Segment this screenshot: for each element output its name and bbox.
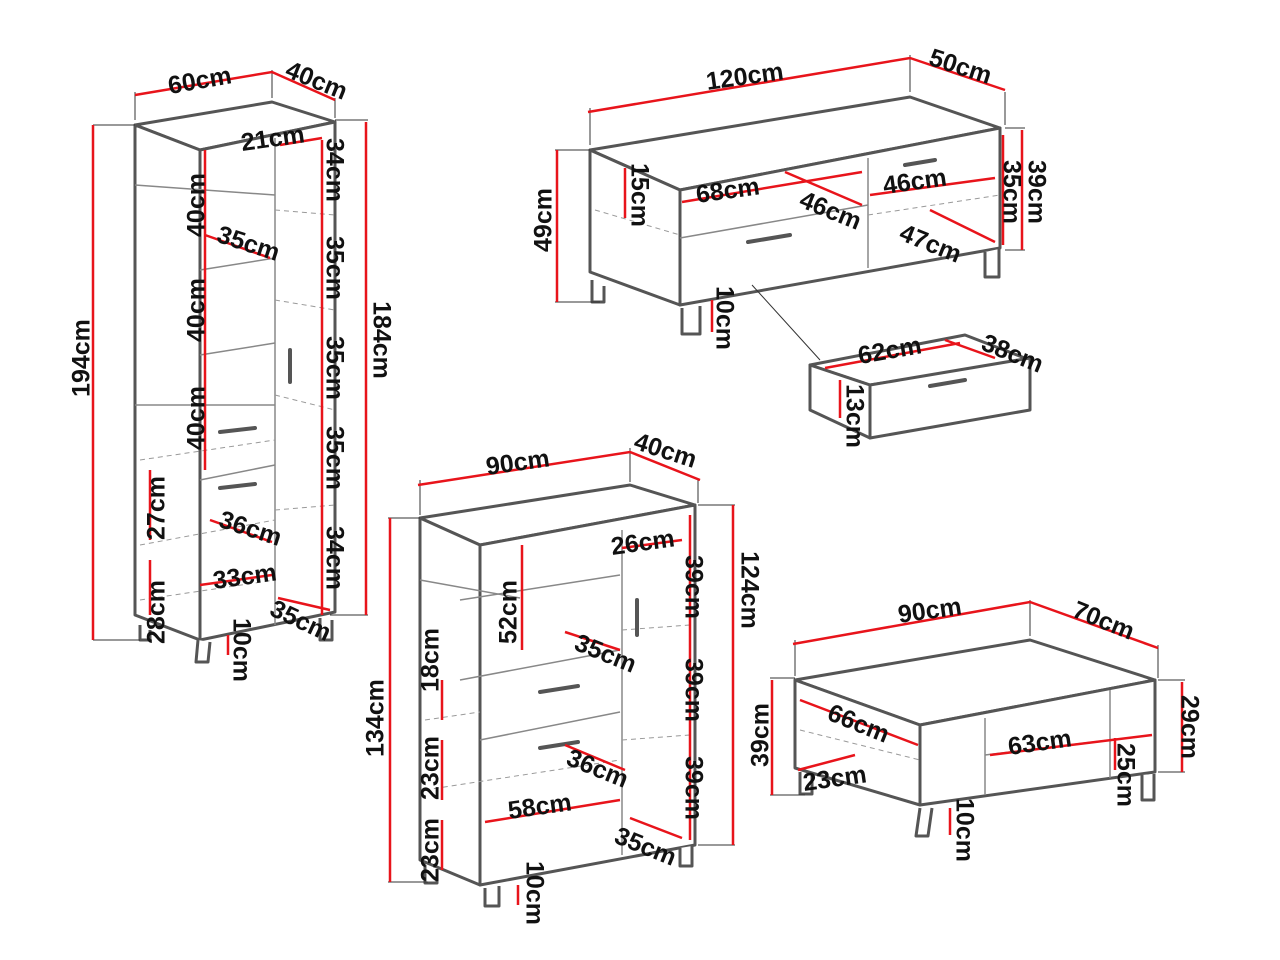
drawer-front: [868, 356, 1032, 440]
door-handle: [903, 158, 937, 167]
sideboard-front: [478, 503, 697, 887]
leg: [1140, 774, 1156, 802]
dimension-label: 39cm: [679, 555, 707, 619]
dimension-label: 29cm: [1175, 695, 1203, 759]
dimension-label: 90cm: [484, 444, 551, 481]
dimension-label: 194cm: [68, 319, 96, 397]
dimension-label: 184cm: [367, 301, 395, 379]
dimension-label: 39cm: [747, 703, 775, 767]
leg: [798, 772, 814, 796]
coffee-table-front: [918, 678, 1157, 807]
leg: [678, 846, 694, 868]
dimension-label: 27cm: [143, 476, 171, 540]
drawer-handle: [538, 740, 580, 750]
dimension-label: 40cm: [183, 386, 211, 450]
drawer-handle: [928, 378, 967, 388]
leg: [138, 625, 152, 642]
dimension-label: 10cm: [710, 286, 738, 350]
dimension-label: 25cm: [1111, 743, 1139, 807]
dimension-label: 50cm: [926, 43, 995, 89]
dimension-label: 23cm: [417, 736, 445, 800]
leg: [194, 639, 212, 664]
dimension-label: 34cm: [320, 526, 348, 590]
dimension-label: 13cm: [840, 384, 868, 448]
dimension-label: 49cm: [530, 188, 558, 252]
dimension-label: 70cm: [1069, 596, 1139, 646]
dimension-label: 52cm: [495, 580, 523, 644]
tv-stand-drawer: [808, 333, 1032, 440]
drawer-handle: [218, 426, 257, 434]
leg: [318, 618, 334, 642]
dimension-label: 35cm: [320, 426, 348, 490]
tall-cabinet-front: [198, 120, 337, 642]
drawer-handle: [746, 233, 792, 244]
dimension-label: 15cm: [625, 163, 653, 227]
leg: [590, 280, 606, 304]
dimension-label: 10cm: [950, 798, 978, 862]
dimension-label: 35cm: [320, 236, 348, 300]
dimension-label: 34cm: [320, 138, 348, 202]
tall-cabinet: [91, 70, 368, 664]
dimension-label: 10cm: [227, 618, 255, 682]
sideboard: [388, 448, 735, 908]
coffee-table: [770, 600, 1185, 838]
dimension-label: 39cm: [1022, 160, 1050, 224]
leg: [914, 807, 934, 838]
drawer-handle: [218, 482, 257, 490]
dimension-label: 40cm: [282, 56, 352, 106]
leg: [680, 306, 702, 336]
tv-stand-front: [678, 126, 1002, 307]
tv-stand: [555, 55, 1025, 361]
dimension-label: 39cm: [679, 658, 707, 722]
dimension-label: 28cm: [143, 580, 171, 644]
drawer-handle: [538, 684, 580, 694]
dimension-label: 23cm: [417, 818, 445, 882]
dimension-label: 124cm: [735, 551, 763, 629]
dimension-label: 40cm: [183, 278, 211, 342]
dimension-label: 39cm: [679, 756, 707, 820]
dimension-label: 10cm: [520, 861, 548, 925]
leg: [483, 886, 501, 908]
dimension-label: 35cm: [997, 160, 1025, 224]
dimension-label: 120cm: [704, 57, 785, 96]
leg: [983, 249, 1001, 279]
dimension-label: 60cm: [166, 61, 234, 100]
dimension-label: 40cm: [183, 173, 211, 237]
leg: [423, 865, 439, 885]
dimension-label: 18cm: [417, 628, 445, 692]
dimension-label: 90cm: [896, 592, 963, 629]
dimension-label: 134cm: [362, 679, 390, 757]
dimension-label: 35cm: [320, 336, 348, 400]
